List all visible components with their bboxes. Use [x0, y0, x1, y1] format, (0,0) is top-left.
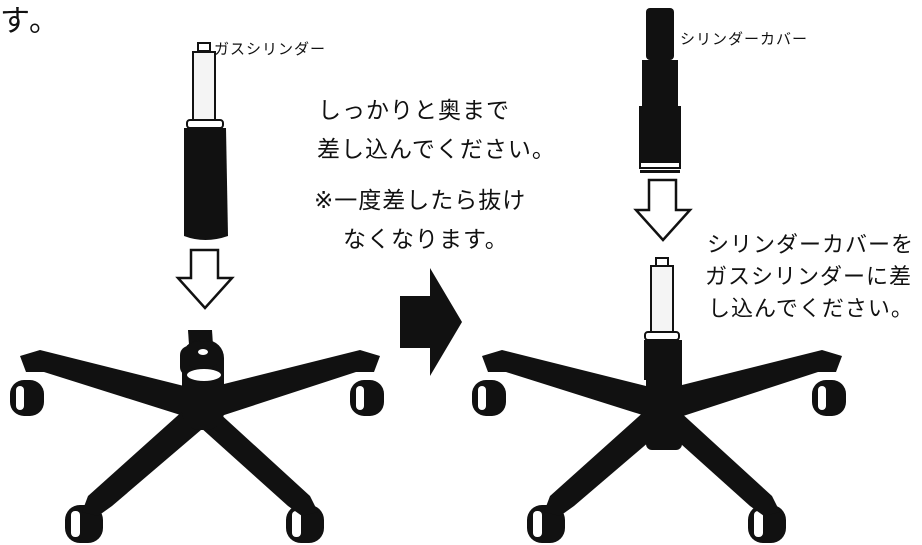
caution-note-line1: ※一度差したら抜け [314, 188, 527, 214]
chair-base-right [472, 350, 846, 543]
intro-text: す。 [0, 4, 61, 39]
insert-note-line1: しっかりと奥まで [318, 98, 510, 124]
cover-note-line1: シリンダーカバーを [707, 233, 915, 258]
caster-wheel [472, 380, 506, 416]
caster-wheel [812, 380, 846, 416]
caster-wheel [286, 505, 324, 543]
cover-note-line2: ガスシリンダーに差 [705, 265, 913, 290]
down-arrow-icon [175, 248, 235, 310]
right-arrow-icon [400, 268, 462, 376]
caution-note-line2: なくなります。 [343, 227, 509, 253]
gas-cylinder-label: ガスシリンダー [214, 40, 327, 58]
cover-note-line3: し込んでください。 [708, 297, 914, 322]
cylinder-cover-label: シリンダーカバー [680, 30, 809, 48]
caster-wheel [10, 380, 44, 416]
down-arrow-icon [633, 178, 693, 242]
caster-wheel [350, 380, 384, 416]
cylinder-cover [639, 8, 681, 173]
caster-wheel [748, 505, 786, 543]
gas-cylinder-installed [644, 257, 682, 380]
gas-cylinder [184, 42, 228, 240]
insert-note-line2: 差し込んでください。 [317, 137, 556, 163]
chair-base-left [10, 330, 384, 543]
